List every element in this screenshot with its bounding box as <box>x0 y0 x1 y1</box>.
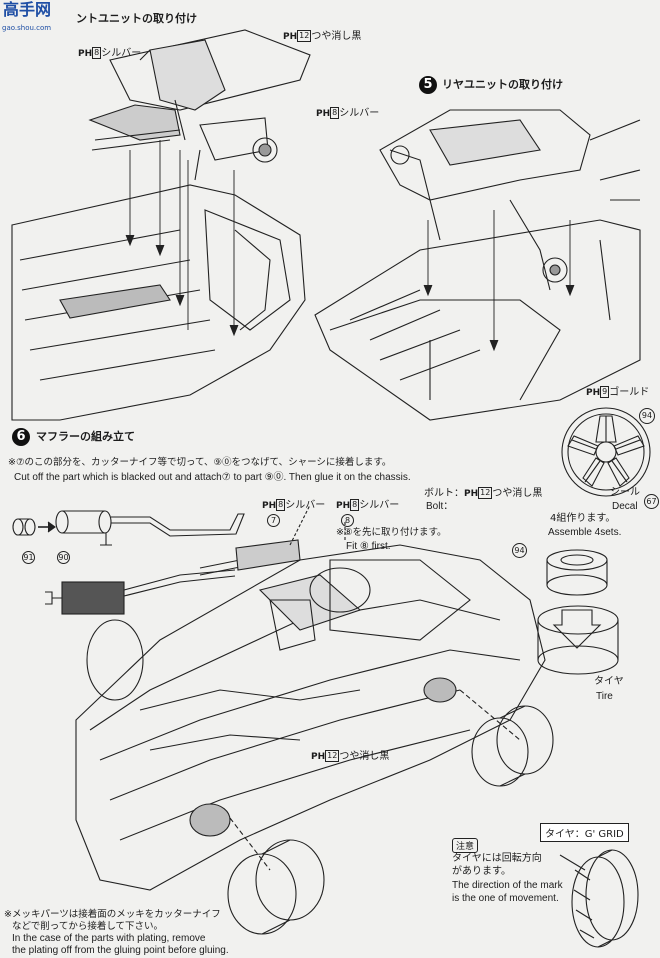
paint-code-prefix: PH <box>78 49 93 59</box>
chassis-underbody-drawing <box>75 539 546 891</box>
paint-label: シルバー <box>339 108 380 119</box>
paint-code: 8 <box>330 107 340 119</box>
bolt-color: つや消し黒 <box>492 488 543 499</box>
paint-label: シルバー <box>359 500 400 511</box>
step6-number: 6 <box>12 428 30 446</box>
caution-label: 注意 <box>452 838 479 853</box>
loose-tires-drawing <box>227 504 554 935</box>
step4-title: ントユニットの取り付け <box>76 12 197 25</box>
paint-code-prefix: PH <box>316 109 331 119</box>
tire-note-jp-1: タイヤには回転方向 <box>452 853 542 864</box>
bolt-code: 12 <box>478 487 493 499</box>
wheel-tire-assembly-drawing <box>537 549 619 675</box>
bolt-jp: ボルト： <box>424 488 464 499</box>
paint-label: つや消し黒 <box>339 751 390 762</box>
tire-note-en-2: is the one of movement. <box>452 893 559 904</box>
fit-instruction-en: Fit ⑧ first. <box>346 541 391 552</box>
part-7-marker: 7 <box>267 514 280 527</box>
paint-code-prefix: PH <box>311 752 326 762</box>
tire-label-en: Tire <box>596 691 613 702</box>
cut-instruction-en: Cut off the part which is blacked out an… <box>14 472 411 483</box>
paint-label: シルバー <box>101 48 142 59</box>
site-logo: 高手网 gao.shou.com <box>0 0 80 33</box>
paint-code-prefix: PH <box>336 501 351 511</box>
part-94-marker-assembly: 94 <box>512 543 527 558</box>
paint-code-prefix: PH <box>283 32 298 42</box>
cut-instruction-jp: ※⑦のこの部分を、カッターナイフ等で切って、⑨⓪をつなげて、シャーシに接着します… <box>8 457 392 468</box>
paint-code: 8 <box>350 499 360 511</box>
decal-label-en: Decal <box>612 501 638 512</box>
tire-spec-box: タイヤ：G' GRID <box>540 823 629 842</box>
wheel-drawing <box>561 407 651 497</box>
plating-note-en-1: In the case of the parts with plating, r… <box>12 933 206 944</box>
assemble-en: Assemble 4sets. <box>548 527 622 538</box>
paint-label: つや消し黒 <box>311 31 362 42</box>
step6-title: マフラーの組み立て <box>36 430 135 443</box>
logo-text: 高手网 <box>3 0 52 19</box>
paint-code: 12 <box>325 750 340 762</box>
paint-code: 8 <box>276 499 286 511</box>
part-91-marker: 91 <box>22 551 35 564</box>
assemble-jp: 4組作ります。 <box>550 513 616 524</box>
directional-tire-drawing <box>559 849 639 948</box>
rear-unit-drawing <box>314 109 641 421</box>
muffler-parts-drawing <box>12 510 245 615</box>
tire-note-en-1: The direction of the mark <box>452 880 563 891</box>
step5-number: 5 <box>419 76 437 94</box>
logo-subtext: gao.shou.com <box>2 24 52 32</box>
plating-note-jp-2: などで削ってから接着して下さい。 <box>12 921 164 932</box>
paint-code: 9 <box>600 386 610 398</box>
decal-label-jp: シール <box>610 487 640 498</box>
paint-code-prefix: PH <box>262 501 277 511</box>
paint-code-prefix: PH <box>586 388 601 398</box>
plating-note-jp-1: ※メッキパーツは接着面のメッキをカッターナイフ <box>4 909 221 920</box>
paint-code: 8 <box>92 47 102 59</box>
step5-title: リヤユニットの取り付け <box>442 78 563 91</box>
paint-label: シルバー <box>285 500 326 511</box>
paint-label: ゴールド <box>609 387 650 398</box>
front-unit-drawing <box>11 29 311 421</box>
part-8-marker: 8 <box>341 514 354 527</box>
tire-note-jp-2: があります。 <box>452 866 511 877</box>
tire-label-jp: タイヤ <box>594 676 624 687</box>
plating-note-en-2: the plating off from the gluing point be… <box>12 945 229 956</box>
bolt-label-en: Bolt： <box>426 501 454 512</box>
part-94-marker: 94 <box>639 408 655 424</box>
part-90-marker: 90 <box>57 551 70 564</box>
paint-code: 12 <box>297 30 312 42</box>
fit-instruction-jp: ※⑧を先に取り付けます。 <box>336 527 447 538</box>
part-67-marker: 67 <box>644 494 659 509</box>
